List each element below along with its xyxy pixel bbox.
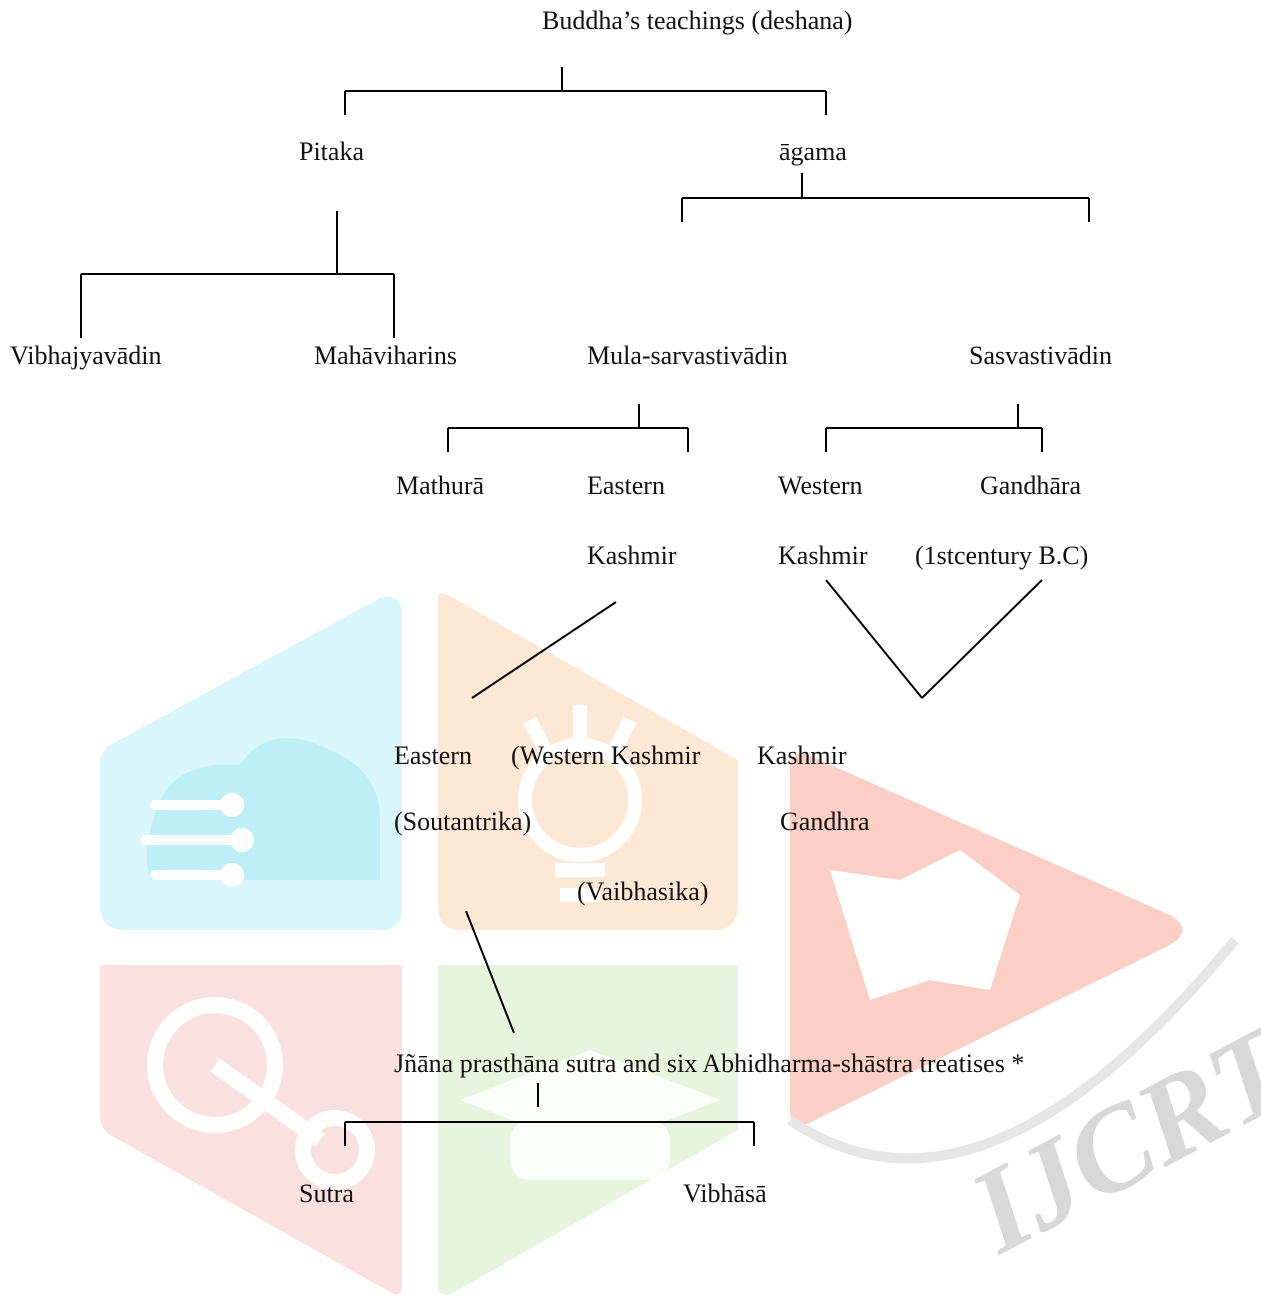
circuit-lines <box>140 793 254 887</box>
node-western-kashmir: Kashmir <box>778 541 868 570</box>
node-sutra: Sutra <box>299 1179 354 1208</box>
node-pitaka: Pitaka <box>299 137 364 166</box>
red-gear-panel <box>100 965 402 1295</box>
node-sasvastivadin: Sasvastivādin <box>969 341 1112 370</box>
gray-swoosh <box>787 936 1239 1164</box>
node-western: Western <box>778 471 863 500</box>
node-mula-sarvastivadin: Mula-sarvastivādin <box>587 341 788 370</box>
book-icon <box>830 850 1020 1000</box>
orange-bulb-panel <box>438 593 738 930</box>
node-jnana: Jñāna prasthāna sutra and six Abhidharma… <box>394 1049 1025 1078</box>
node-kashmir-2: Kashmir <box>757 741 847 770</box>
node-root: Buddha’s teachings (deshana) <box>542 6 853 35</box>
node-vibhasa: Vibhāsā <box>683 1179 767 1208</box>
node-eastern-kashmir: Kashmir <box>587 541 677 570</box>
node-mathura: Mathurā <box>396 471 485 500</box>
node-gandhra: Gandhra <box>780 807 870 836</box>
bulb-icon <box>518 705 642 902</box>
node-soutantrika: (Soutantrika) <box>394 807 532 836</box>
node-eastern-2: Eastern <box>394 741 472 770</box>
node-gandhara: Gandhāra <box>980 471 1082 500</box>
node-first-century: (1stcentury B.C) <box>915 541 1089 570</box>
node-eastern: Eastern <box>587 471 665 500</box>
gear-icon <box>147 997 375 1190</box>
node-vaibhasika: (Vaibhasika) <box>577 877 709 906</box>
node-agama: āgama <box>779 137 847 166</box>
cap-icon <box>460 1050 720 1180</box>
node-western-kashmir-paren: (Western Kashmir <box>511 741 701 770</box>
node-mahaviharins: Mahāviharins <box>314 341 457 370</box>
node-vibhajyavadin: Vibhajyavādin <box>10 341 162 370</box>
